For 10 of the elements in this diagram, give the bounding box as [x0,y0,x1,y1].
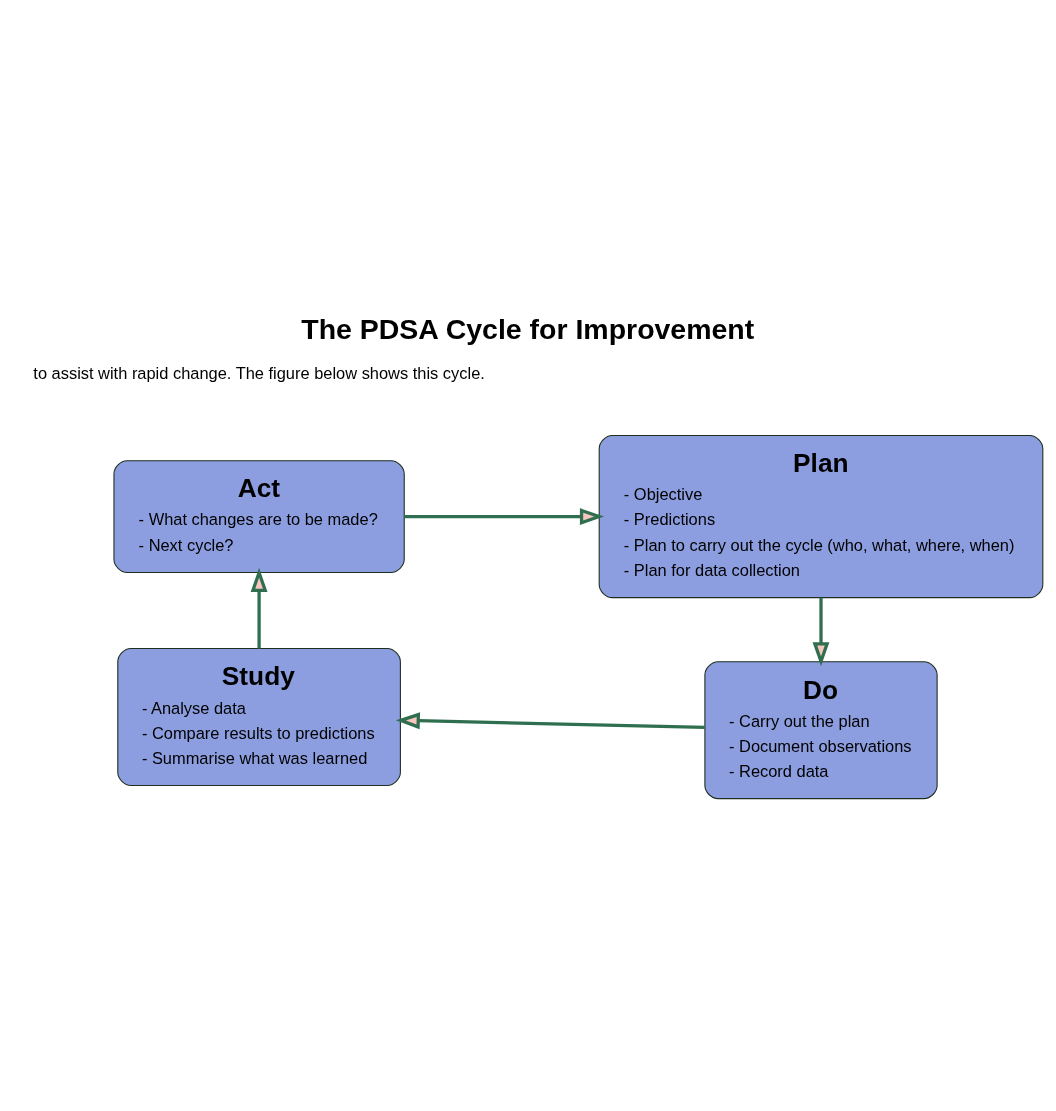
node-box: Do - Carry out the plan - Document observations - Record data [704,660,938,799]
arrow [395,711,705,729]
arrow [404,507,605,525]
node-box: Act - What changes are to be made? - Next cycle? [113,459,405,573]
node-box: Study - Analyse data - Compare results to predictions - Summarise what was learned [117,647,401,786]
diagram-title: The PDSA Cycle for Improvement [301,312,755,345]
arrow [812,597,830,666]
arrow [250,567,268,648]
node-box: Plan - Objective - Predictions - Plan to carry out the cycle (who, what, where, when) - Plan for data collection [598,434,1044,598]
label: to assist with rapid change. The figure below shows this cycle. [33,363,485,382]
